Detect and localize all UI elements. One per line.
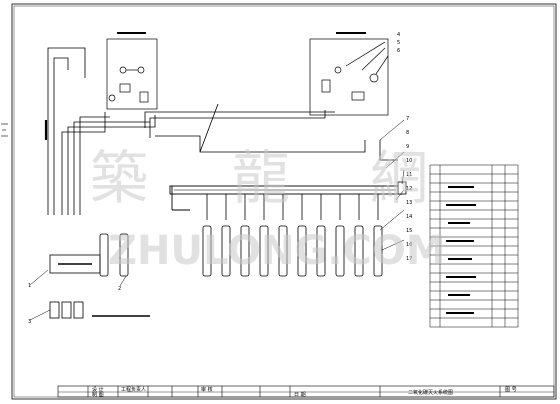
cylinder	[278, 194, 288, 277]
release-switch	[61, 301, 72, 319]
drafter-label: 制 图	[92, 391, 104, 398]
cylinder	[221, 194, 231, 277]
cylinder	[335, 194, 345, 277]
callout-label: 13	[406, 200, 412, 206]
cylinder	[354, 194, 364, 277]
callout-label: 2	[118, 286, 121, 292]
designer-label: 设 计	[92, 386, 104, 393]
release-switch	[73, 301, 84, 319]
cylinder-bank	[202, 181, 407, 277]
left-equipment	[49, 233, 150, 319]
drawing-number-label: 图 号	[505, 387, 517, 393]
release-switch	[49, 301, 60, 319]
callout-label: 6	[397, 48, 400, 54]
manifold	[169, 185, 403, 211]
left-margin-ticks	[1, 123, 8, 137]
pilot-cylinder	[99, 233, 109, 277]
material-table-fills	[446, 186, 476, 314]
pressure-switch	[397, 181, 407, 195]
material-table	[429, 164, 519, 328]
cylinder	[202, 194, 212, 277]
callout-label: 3	[28, 319, 31, 325]
callout-label: 5	[397, 40, 400, 46]
callout-label: 12	[406, 186, 412, 192]
title-block-labels: 设 计 制 图 工程负责人 审 核 日 期 图 号 二氧化碳灭火系统图	[92, 386, 517, 398]
watermark-char: 龍	[232, 144, 290, 212]
watermark-latin: ZHULONG.COM	[108, 228, 446, 274]
cylinder	[316, 194, 326, 277]
callout-label: 9	[406, 144, 409, 150]
watermark-char: 網	[370, 144, 428, 212]
callout-label: 16	[406, 242, 412, 248]
title-block	[57, 385, 555, 398]
cylinder	[259, 194, 269, 277]
left-control-panel	[106, 32, 158, 110]
callout-label: 11	[406, 172, 412, 178]
callout-label: 7	[406, 116, 409, 122]
callout-label: 4	[397, 32, 400, 38]
cylinder	[240, 194, 250, 277]
review-label: 审 核	[201, 386, 213, 393]
right-control-panel	[309, 32, 389, 116]
drawing-title: 二氧化碳灭火系统图	[408, 389, 453, 396]
callout-label: 15	[406, 228, 412, 234]
callout-label: 17	[406, 256, 412, 262]
pipe-network	[44, 47, 398, 215]
callout-label: 8	[406, 130, 409, 136]
callout-leaders	[29, 119, 405, 321]
callout-label: 10	[406, 158, 412, 164]
cylinder	[373, 194, 383, 277]
project-lead-label: 工程负责人	[121, 386, 146, 393]
cylinder	[297, 194, 307, 277]
callout-label: 1	[28, 283, 31, 289]
callouts-left: 1 2 3	[28, 283, 121, 325]
date-label: 日 期	[294, 392, 306, 398]
callout-label: 14	[406, 214, 412, 220]
pilot-cylinder	[119, 233, 129, 277]
callouts-right: 4 5 6 7 8 9 10 11 12 13 14 15 16 17	[397, 32, 412, 262]
watermark-char: 築	[90, 144, 148, 212]
watermark: 築 龍 網 ZHULONG.COM	[90, 144, 446, 274]
